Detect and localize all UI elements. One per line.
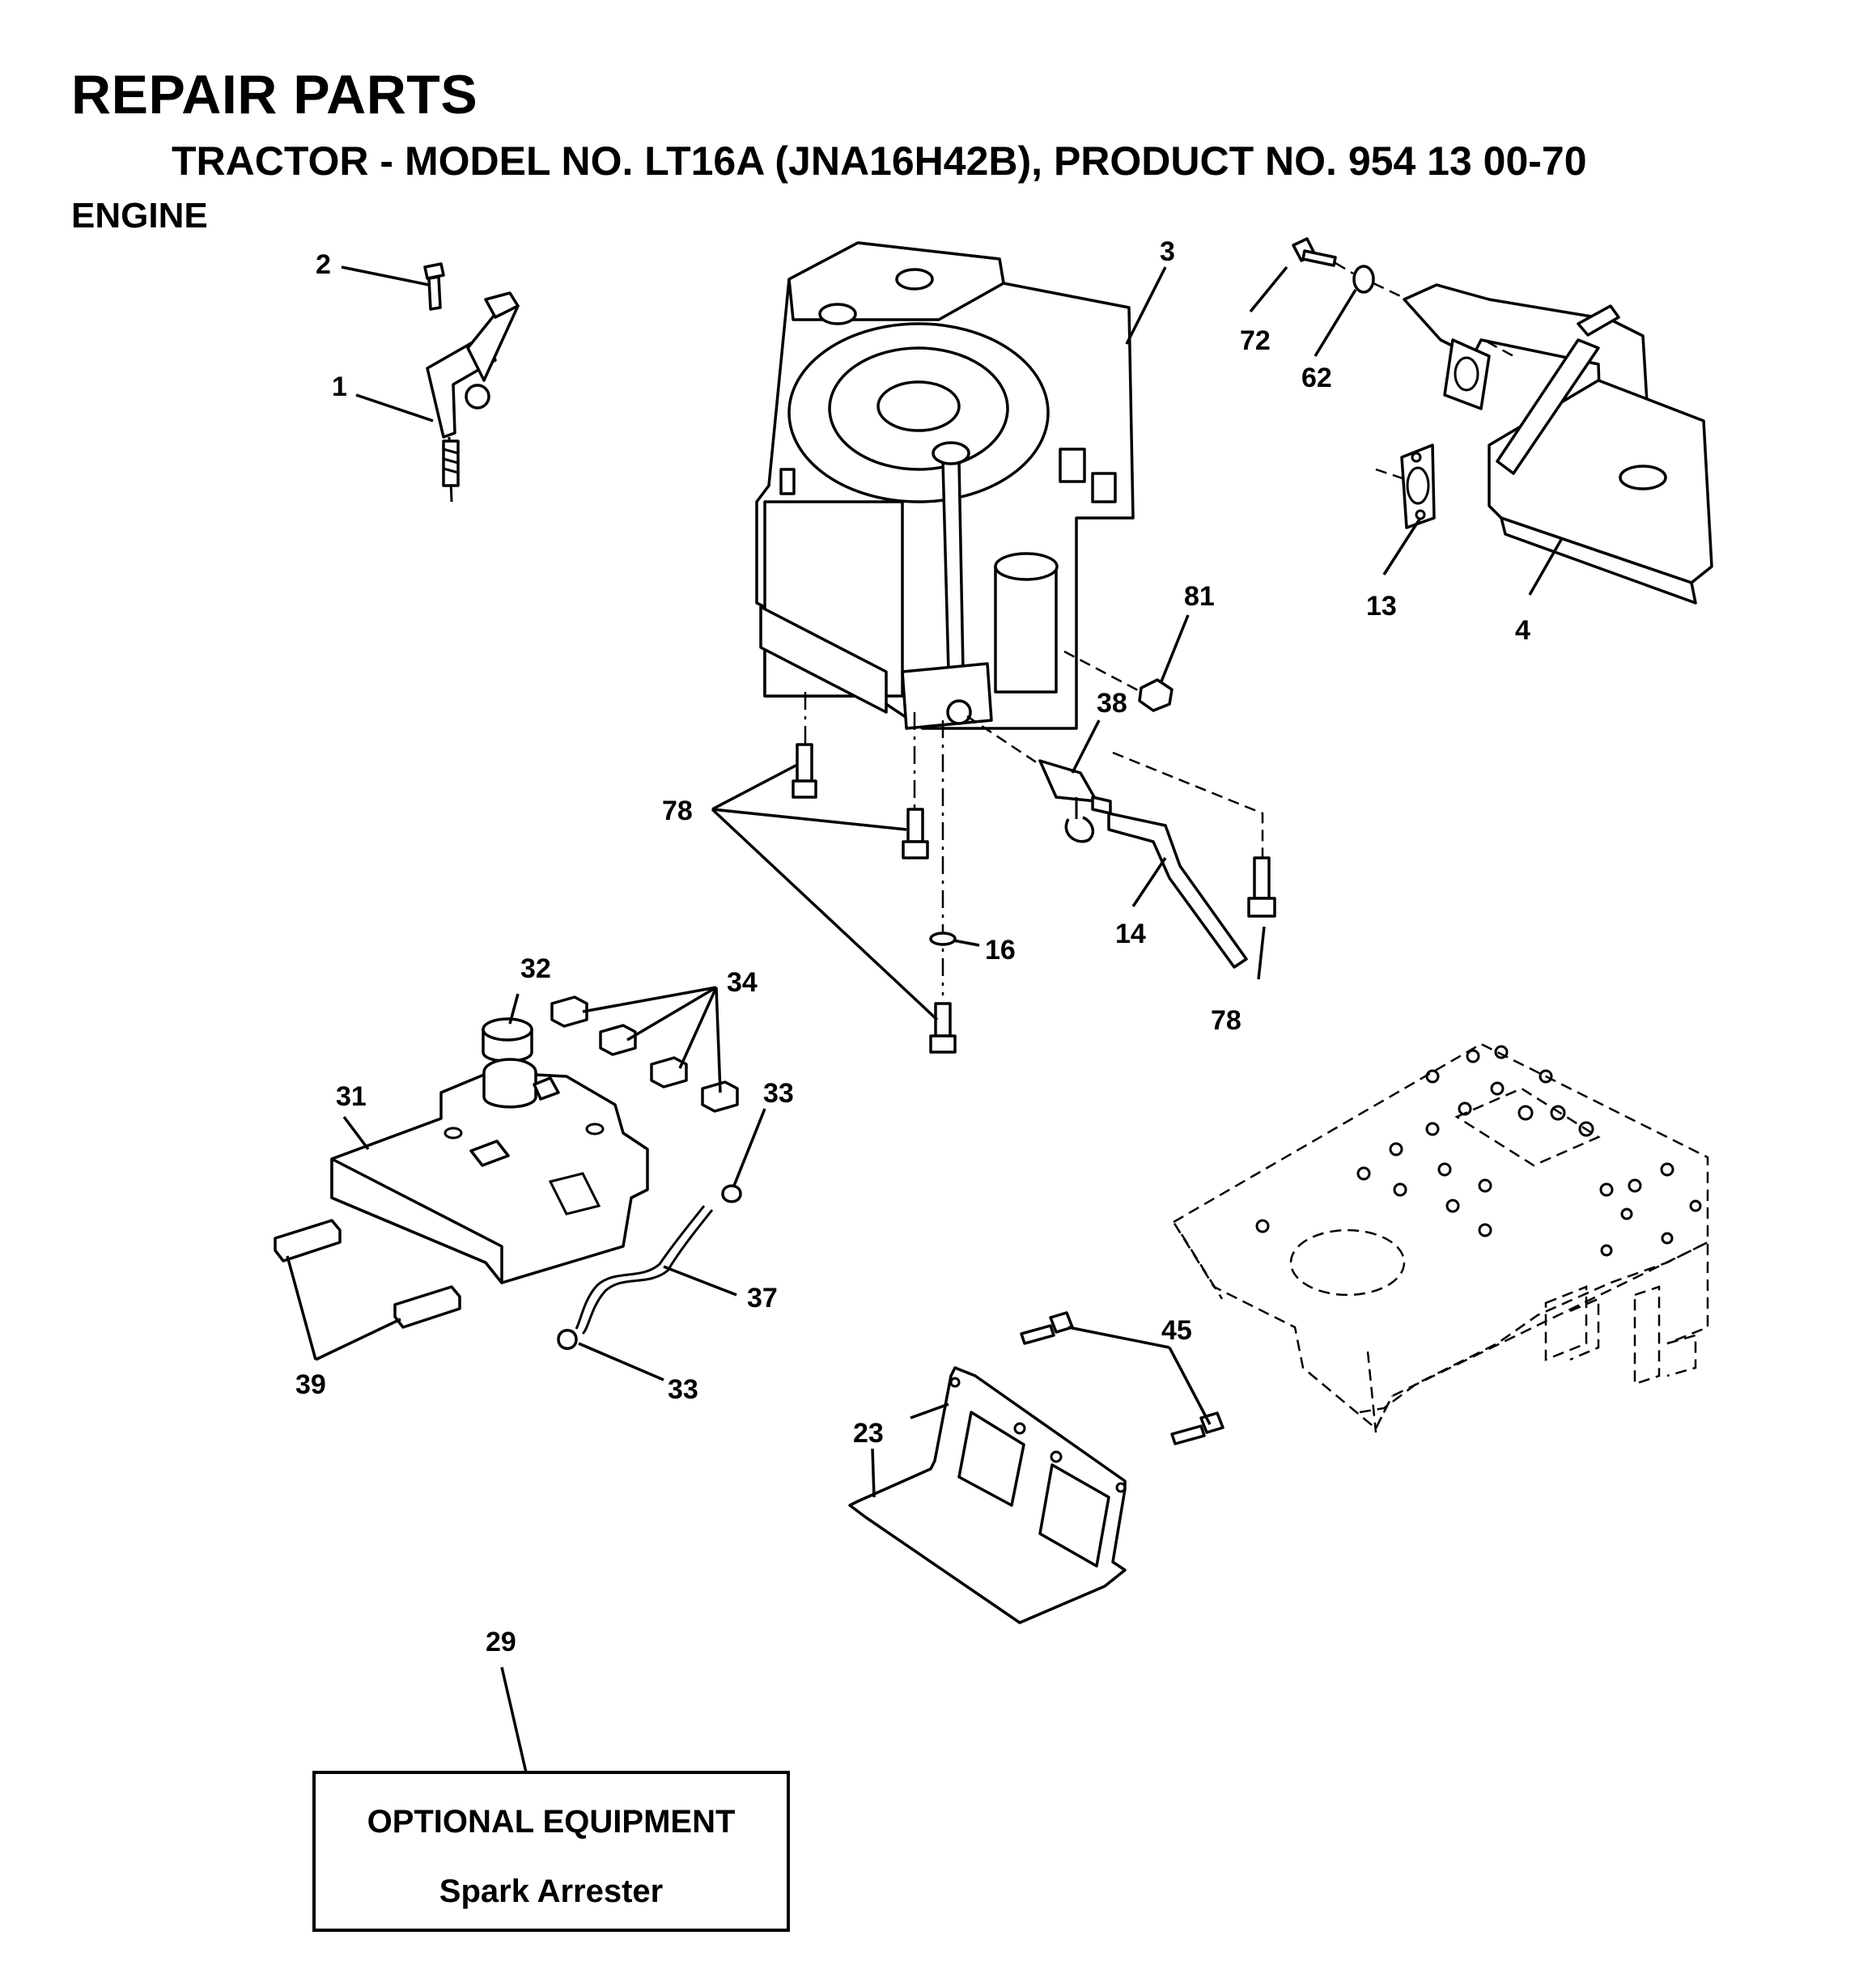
page-title: REPAIR PARTS bbox=[71, 64, 478, 125]
callout-2: 2 bbox=[316, 249, 331, 280]
callout-23: 23 bbox=[853, 1418, 884, 1449]
callout-14: 14 bbox=[1115, 919, 1146, 949]
optional-equipment-item: Spark Arrester bbox=[439, 1874, 663, 1909]
callout-32: 32 bbox=[520, 953, 551, 984]
fuel-tank-part bbox=[330, 1058, 649, 1284]
fuel-line-part bbox=[557, 1184, 742, 1350]
callout-34: 34 bbox=[727, 967, 758, 998]
callout-39: 39 bbox=[295, 1369, 326, 1400]
callout-78-left: 78 bbox=[662, 796, 693, 826]
page-subtitle: TRACTOR - MODEL NO. LT16A (JNA16H42B), P… bbox=[172, 138, 1587, 184]
callout-78-right: 78 bbox=[1211, 1005, 1241, 1036]
optional-equipment-heading: OPTIONAL EQUIPMENT bbox=[367, 1804, 736, 1840]
callout-45: 45 bbox=[1161, 1315, 1192, 1346]
throttle-control-part bbox=[423, 262, 520, 503]
callout-33-top: 33 bbox=[763, 1078, 794, 1109]
callout-16: 16 bbox=[985, 935, 1016, 966]
callout-3: 3 bbox=[1160, 236, 1175, 267]
engine-shield-part bbox=[848, 1366, 1127, 1624]
lock-washer-part bbox=[929, 932, 957, 946]
callout-4: 4 bbox=[1515, 615, 1530, 646]
callout-62: 62 bbox=[1301, 363, 1332, 393]
callout-37: 37 bbox=[747, 1283, 778, 1314]
callout-leaders bbox=[286, 265, 1564, 1773]
muffler-gasket-part bbox=[1400, 444, 1436, 529]
callout-1: 1 bbox=[332, 371, 347, 402]
engine-bolt-part bbox=[792, 743, 1276, 1054]
optional-equipment-box: OPTIONAL EQUIPMENT Spark Arrester bbox=[312, 1771, 790, 1932]
nut-part bbox=[1138, 678, 1174, 712]
callout-33-bottom: 33 bbox=[668, 1374, 698, 1405]
fuel-tank-pad-part bbox=[550, 995, 739, 1113]
muffler-part bbox=[1403, 283, 1713, 605]
callout-31: 31 bbox=[336, 1081, 367, 1112]
callout-29: 29 bbox=[486, 1627, 516, 1657]
callout-38: 38 bbox=[1097, 688, 1127, 719]
tank-pad-part bbox=[274, 1219, 461, 1329]
tractor-frame-reference bbox=[1172, 1042, 1709, 1433]
exhaust-bolt-part bbox=[1292, 237, 1375, 294]
shield-bolt-part bbox=[1020, 1311, 1224, 1445]
callout-81: 81 bbox=[1184, 581, 1215, 612]
engine-part bbox=[755, 241, 1135, 730]
callout-13: 13 bbox=[1366, 591, 1397, 622]
oil-drain-valve-part bbox=[1038, 759, 1112, 843]
fuel-cap-part bbox=[482, 1017, 533, 1063]
callout-72: 72 bbox=[1240, 325, 1271, 356]
section-heading: ENGINE bbox=[71, 196, 208, 236]
drain-hose-part bbox=[1107, 812, 1248, 969]
